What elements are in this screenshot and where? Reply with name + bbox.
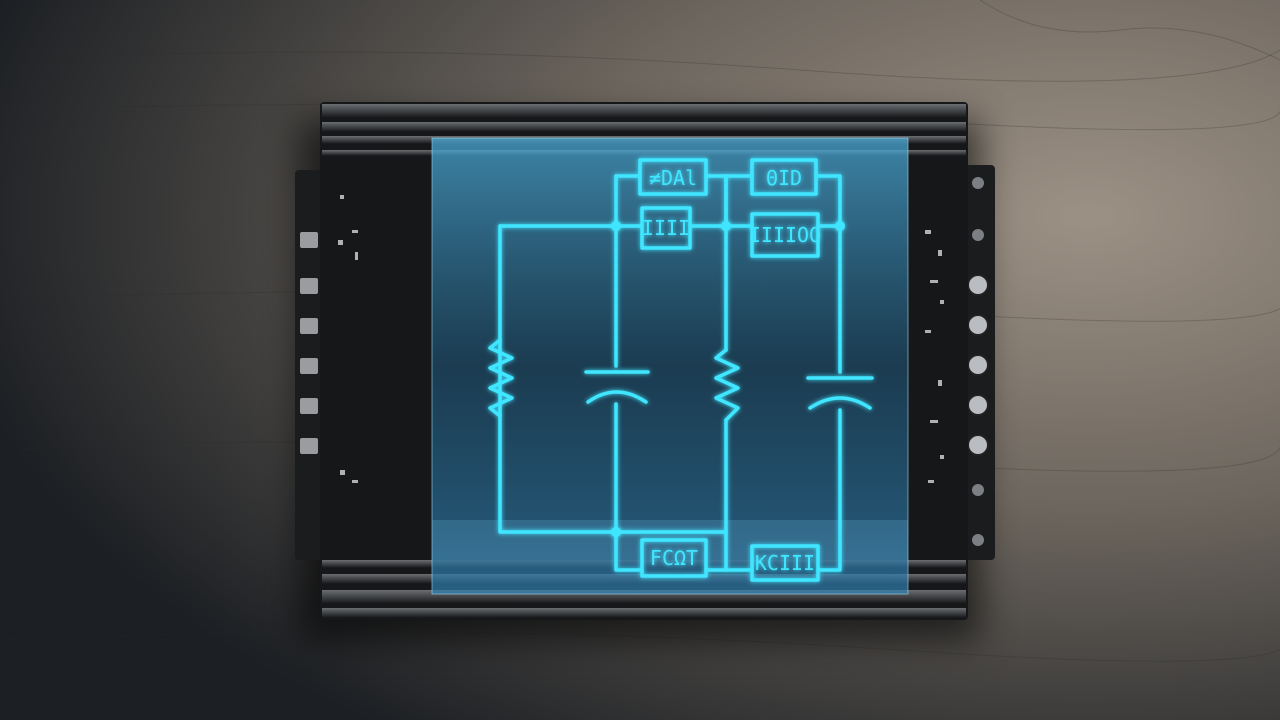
circuit-nodes — [611, 221, 845, 537]
chip-label-bottom-right: KCIII — [755, 551, 815, 575]
chip-label-top-right: ΘID — [766, 166, 802, 190]
capacitor-left-curve — [586, 390, 648, 404]
circuit-diagram — [488, 158, 874, 582]
resistor-left — [488, 338, 514, 418]
chip-mid-right — [750, 212, 820, 258]
mounting-holes — [972, 177, 984, 546]
left-connectors — [300, 232, 318, 454]
chip-top-right — [750, 158, 818, 196]
glass-panel — [431, 137, 909, 595]
chip-bottom-left — [640, 538, 708, 578]
chip-bottom-right — [750, 544, 820, 582]
capacitor-right-curve — [808, 396, 872, 410]
chip-top-left — [638, 158, 708, 196]
resistor-middle — [714, 348, 740, 422]
chip-label-mid-left: IIII — [642, 216, 690, 240]
chip-label-mid-right: IIIIOO — [749, 223, 821, 247]
side-circuitry — [338, 195, 944, 483]
chip-mid-left — [640, 206, 692, 250]
chip-label-bottom-left: FCΩT — [650, 546, 698, 570]
chip-label-top-left: ≠DAl — [649, 166, 697, 190]
rca-jacks — [967, 274, 989, 456]
